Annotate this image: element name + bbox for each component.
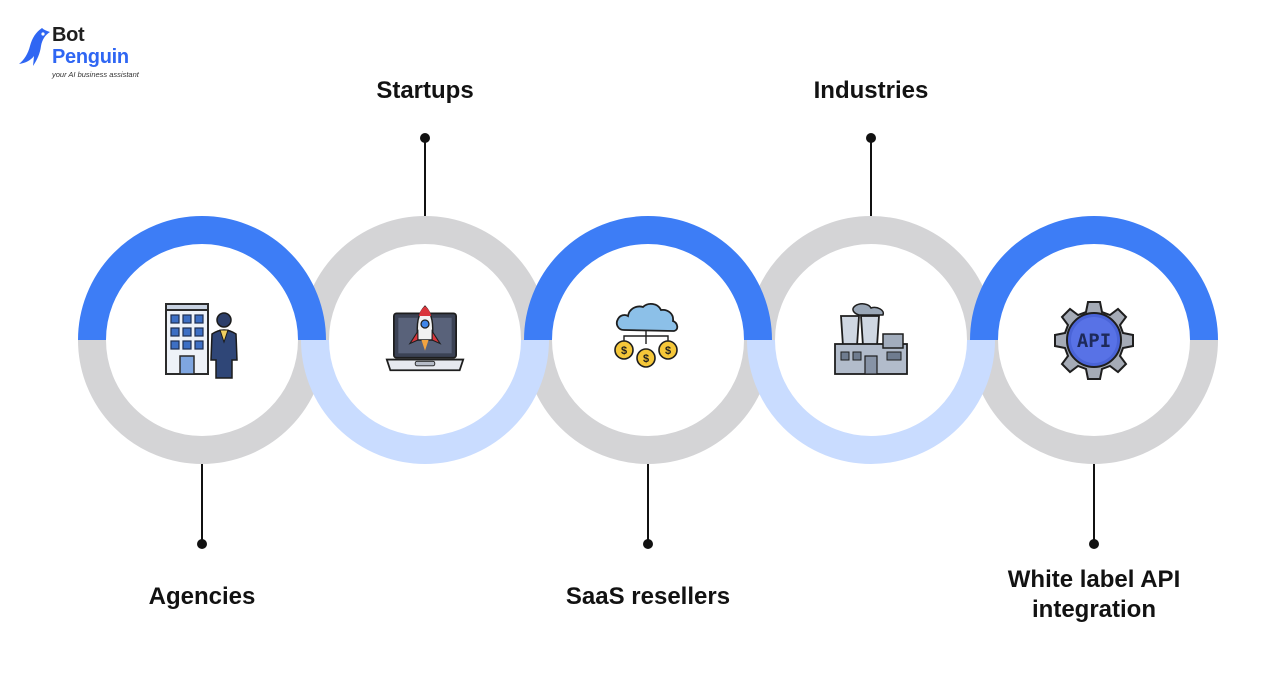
- api-gear-icon: [1054, 301, 1134, 380]
- ring-1-bottom-arc: [78, 339, 326, 464]
- connector-dot-3: [643, 539, 653, 549]
- ring-2-top-arc: [301, 216, 549, 341]
- connector-dot-5: [1089, 539, 1099, 549]
- segment-label-5-line-2: integration: [1032, 596, 1156, 623]
- segment-label-1: Agencies: [148, 583, 256, 610]
- office-building-businessman-icon: [165, 303, 238, 379]
- connector-dot-2: [420, 133, 430, 143]
- ring-5-top-arc: [970, 216, 1218, 341]
- cloud-dollar-coins-icon: [614, 302, 679, 368]
- botpenguin-logo: Bot Penguin your AI business assistant: [18, 24, 158, 84]
- segment-label-4: Industries: [813, 77, 929, 104]
- segment-label-3: SaaS resellers: [565, 583, 731, 610]
- ring-5-bottom-arc: [970, 339, 1218, 464]
- ring-4-top-arc: [747, 216, 995, 341]
- logo-wordmark-bot: Bot: [52, 24, 85, 46]
- connector-dot-1: [197, 539, 207, 549]
- ring-3-top-arc: [524, 216, 772, 341]
- ring-4-bottom-arc: [747, 339, 995, 464]
- ring-1-top-arc: [78, 216, 326, 341]
- segment-label-5: White label API integration: [954, 565, 1234, 625]
- logo-tagline: your AI business assistant: [52, 70, 139, 79]
- logo-wordmark-penguin: Penguin: [52, 46, 129, 68]
- factory-icon: [834, 302, 908, 375]
- segment-label-2: Startups: [376, 77, 474, 104]
- rocket-laptop-icon: [385, 305, 465, 372]
- connector-dot-4: [866, 133, 876, 143]
- ring-2-bottom-arc: [301, 339, 549, 464]
- segment-label-5-line-1: White label API: [1007, 566, 1181, 593]
- ring-3-bottom-arc: [524, 339, 772, 464]
- penguin-logo-icon: [19, 28, 50, 66]
